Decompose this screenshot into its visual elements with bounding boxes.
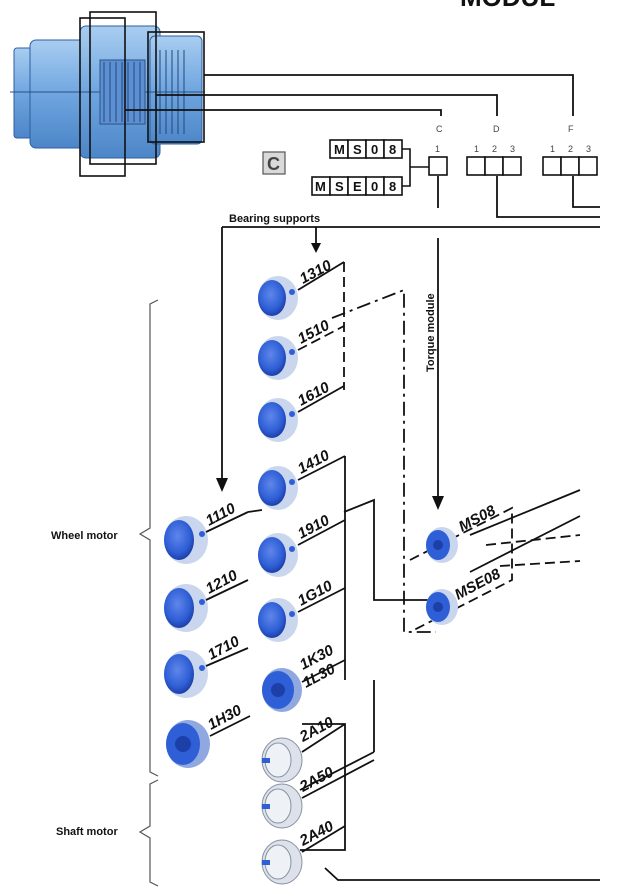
svg-text:M: M <box>334 142 345 157</box>
code-1310: 1310 <box>297 257 335 288</box>
code-2A40: 2A40 <box>296 817 337 850</box>
torque-module-label: Torque module <box>425 293 437 372</box>
wheel-motor-brace <box>138 299 159 777</box>
motor-cutaway-illustration <box>10 11 205 177</box>
code-box-f2 <box>560 156 580 176</box>
svg-text:0: 0 <box>371 142 378 157</box>
bearing-code-labels-left: 1110 1210 1710 1H30 <box>203 500 245 734</box>
header-title-fragment: MODUL <box>460 0 555 12</box>
svg-text:8: 8 <box>389 142 396 157</box>
option-c-badge: C <box>262 151 286 175</box>
column-f-pos: 3 <box>586 144 591 154</box>
column-d-pos: 1 <box>474 144 479 154</box>
code-1610: 1610 <box>295 379 333 410</box>
arrow-wheel-column <box>216 478 228 492</box>
column-d-pos: 2 <box>492 144 497 154</box>
selection-connectors <box>125 74 574 116</box>
bearing-icons-left <box>164 516 210 768</box>
bearing-supports-label: Bearing supports <box>229 213 320 225</box>
shaft-motor-icons <box>261 737 303 885</box>
code-box-d2 <box>484 156 504 176</box>
shaft-motor-brace <box>138 779 159 887</box>
code-box-f3 <box>578 156 598 176</box>
code-box-d3 <box>502 156 522 176</box>
svg-text:S: S <box>353 142 362 157</box>
arrow-torque-module <box>432 496 444 510</box>
column-f-pos: 1 <box>550 144 555 154</box>
bearing-icons-right <box>258 276 302 712</box>
svg-text:E: E <box>353 179 362 194</box>
code-box-f1 <box>542 156 562 176</box>
column-c-letter: C <box>436 124 443 134</box>
code-2A10: 2A10 <box>296 713 337 746</box>
svg-text:0: 0 <box>371 179 378 194</box>
column-f-pos: 2 <box>568 144 573 154</box>
column-c-pos: 1 <box>435 144 440 154</box>
code-box-d1 <box>466 156 486 176</box>
shaft-motor-label: Shaft motor <box>56 826 118 838</box>
code-MSE08: MSE08 <box>452 565 504 603</box>
code-1510: 1510 <box>295 317 333 348</box>
torque-module-icons <box>426 527 458 625</box>
svg-text:S: S <box>335 179 344 194</box>
code-mse08: M S E 0 8 <box>311 176 403 196</box>
column-d-pos: 3 <box>510 144 515 154</box>
arrow-bearing-supports <box>311 243 321 253</box>
svg-text:M: M <box>315 179 326 194</box>
code-msx08: M S 0 8 <box>329 139 403 159</box>
svg-text:C: C <box>267 154 280 174</box>
code-1910: 1910 <box>295 512 333 543</box>
column-d-letter: D <box>493 124 500 134</box>
code-MS08: MS08 <box>456 502 499 536</box>
wheel-motor-label: Wheel motor <box>51 530 118 542</box>
code-1G10: 1G10 <box>295 577 336 610</box>
svg-text:8: 8 <box>389 179 396 194</box>
column-f-letter: F <box>568 124 574 134</box>
code-box-c1 <box>428 156 448 176</box>
